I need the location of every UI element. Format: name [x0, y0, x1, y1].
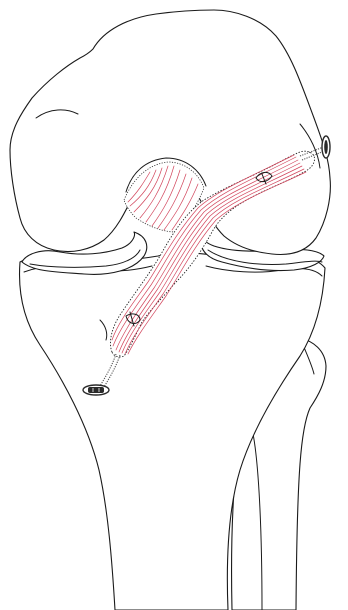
tibial-fixation-button [83, 385, 109, 395]
femoral-fixation-button [322, 136, 330, 158]
